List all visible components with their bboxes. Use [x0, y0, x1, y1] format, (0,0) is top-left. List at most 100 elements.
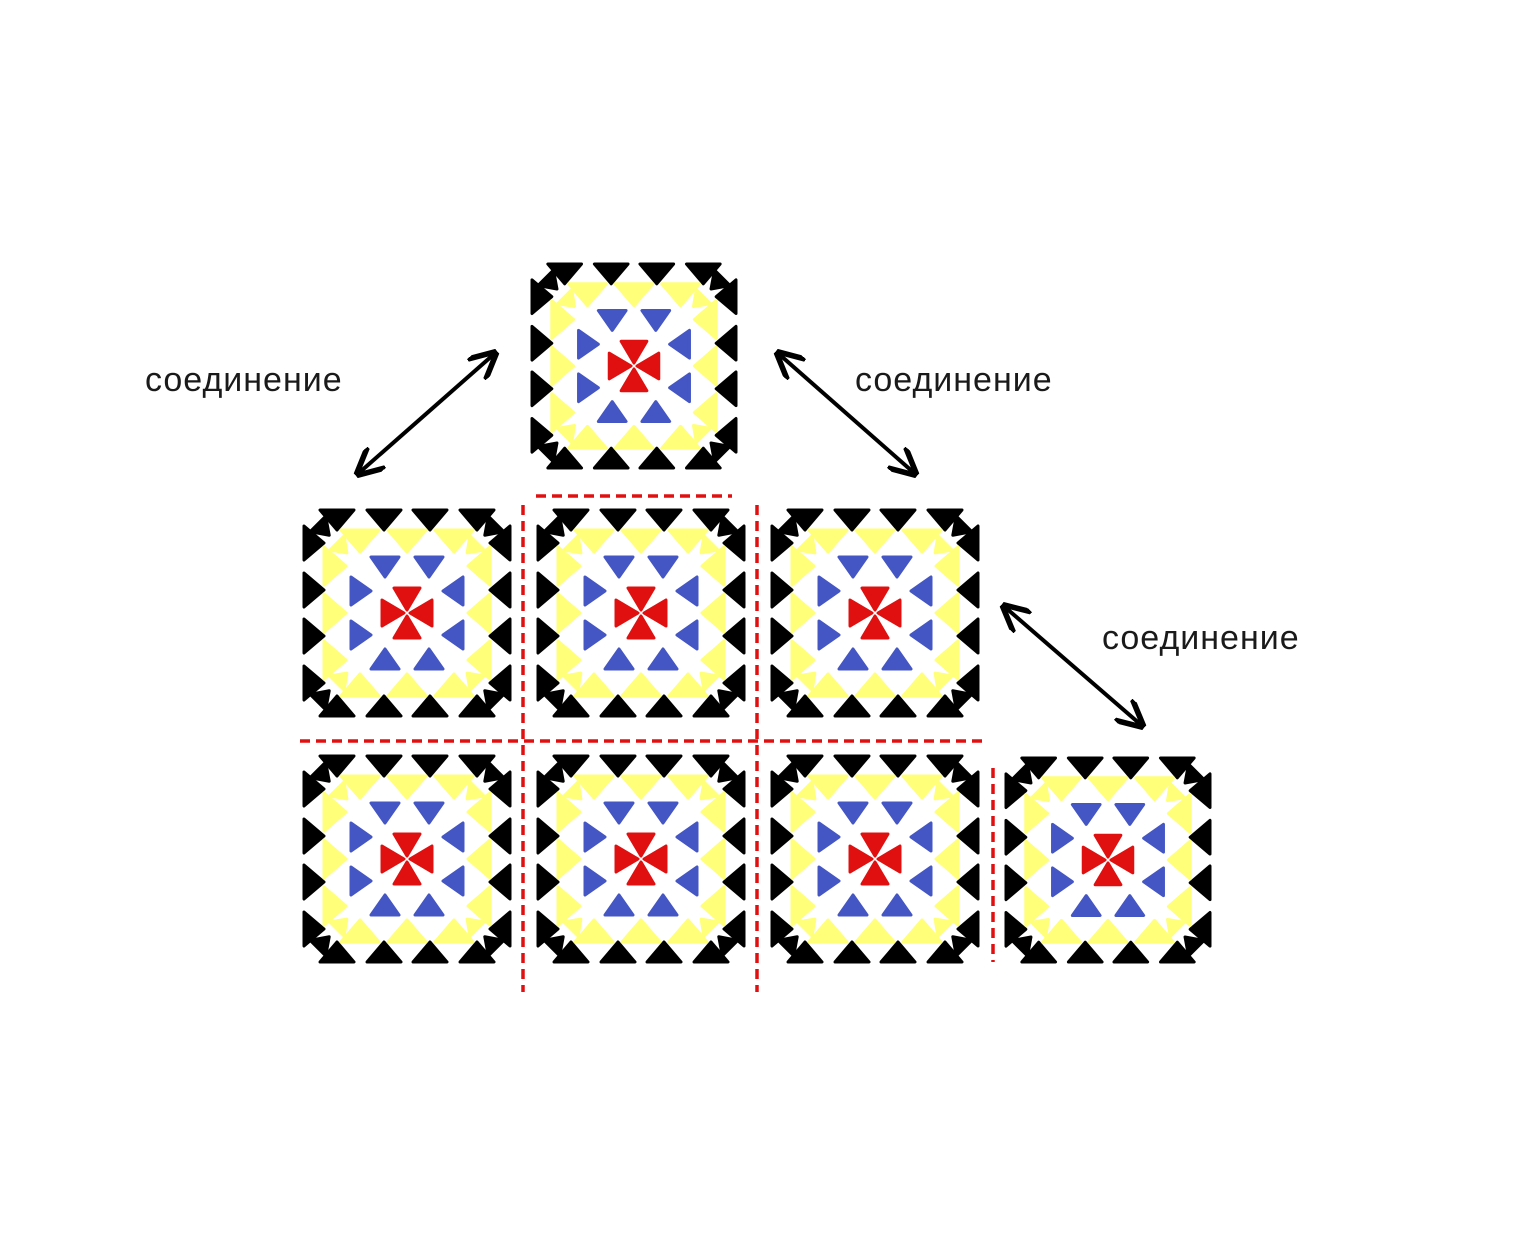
outer-ring-triangle	[550, 299, 576, 340]
outer-ring-triangle	[433, 528, 475, 554]
border-triangle	[536, 910, 560, 948]
inner-ring-triangle	[817, 865, 841, 897]
corner-triangle	[709, 268, 732, 291]
border-triangle	[1112, 940, 1150, 964]
outer-ring-triangle	[901, 918, 943, 944]
border-triangle	[692, 508, 730, 532]
border-triangle	[786, 754, 824, 778]
border-triangle	[786, 694, 824, 718]
border-triangle	[956, 863, 980, 901]
outer-ring-triangle	[1087, 776, 1129, 802]
corner-triangle	[717, 514, 740, 537]
inner-ring-triangle	[369, 801, 401, 825]
border-triangle	[956, 664, 980, 702]
inner-ring-triangle	[668, 328, 691, 360]
border-triangle	[1188, 772, 1212, 810]
outer-ring-triangle	[854, 774, 896, 800]
outer-corner-triangle	[933, 917, 954, 938]
border-triangle	[722, 524, 746, 562]
border-triangle	[638, 262, 676, 286]
corner-triangle	[776, 514, 799, 537]
outer-ring-triangle	[556, 639, 582, 681]
border-triangle	[722, 571, 746, 609]
outer-ring-triangle	[790, 838, 816, 880]
border-triangle	[365, 940, 403, 964]
inner-ring-triangle	[583, 821, 607, 853]
border-triangle	[879, 940, 917, 964]
outer-corner-triangle	[1166, 918, 1186, 938]
outer-corner-triangle	[933, 671, 954, 692]
border-triangle	[318, 508, 356, 532]
corner-triangle	[951, 689, 974, 712]
center-triangle	[876, 598, 902, 628]
outer-ring-triangle	[322, 838, 348, 880]
outer-corner-triangle	[465, 534, 486, 555]
border-triangle	[536, 863, 560, 901]
outer-ring-triangle	[700, 545, 726, 587]
outer-ring-triangle	[613, 282, 655, 308]
corner-triangle	[951, 514, 974, 537]
outer-corner-triangle	[556, 288, 576, 308]
border-triangle	[770, 664, 794, 702]
border-triangle	[879, 694, 917, 718]
outer-ring-triangle	[934, 885, 960, 927]
outer-ring-triangle	[807, 672, 849, 698]
corner-triangle	[536, 441, 559, 464]
inner-ring-triangle	[881, 647, 913, 671]
outer-ring-triangle	[466, 791, 492, 833]
border-triangle	[833, 754, 871, 778]
center-triangle	[626, 614, 656, 640]
inner-ring-triangle	[837, 801, 869, 825]
outer-corner-triangle	[699, 780, 720, 801]
border-triangle	[599, 754, 637, 778]
border-triangle	[546, 262, 584, 286]
outer-ring-triangle	[1166, 886, 1192, 927]
border-triangle	[488, 910, 512, 948]
inner-ring-triangle	[369, 893, 401, 917]
center-triangle	[626, 586, 656, 612]
outer-ring-triangle	[1166, 793, 1192, 834]
border-triangle	[833, 940, 871, 964]
square-row2-col2	[536, 754, 746, 964]
border-triangle	[956, 910, 980, 948]
border-triangle	[488, 571, 512, 609]
center-triangle	[408, 844, 434, 874]
outer-ring-triangle	[386, 774, 428, 800]
border-triangle	[879, 754, 917, 778]
border-triangle	[1020, 940, 1058, 964]
outer-ring-triangle	[700, 838, 726, 880]
border-triangle	[926, 754, 964, 778]
outer-ring-triangle	[1024, 886, 1050, 927]
border-triangle	[411, 940, 449, 964]
inner-ring-triangle	[647, 555, 679, 579]
inner-ring-triangle	[441, 865, 465, 897]
border-triangle	[488, 664, 512, 702]
border-triangle	[956, 617, 980, 655]
outer-corner-triangle	[1030, 918, 1050, 938]
border-triangle	[411, 508, 449, 532]
outer-corner-triangle	[933, 534, 954, 555]
outer-ring-triangle	[573, 774, 615, 800]
border-triangle	[638, 446, 676, 470]
center-triangle	[860, 860, 890, 886]
border-triangle	[1020, 756, 1058, 780]
border-triangle	[530, 370, 554, 408]
border-triangle	[411, 754, 449, 778]
center-triangle	[635, 351, 661, 381]
outer-corner-triangle	[465, 917, 486, 938]
corner-triangle	[308, 689, 331, 712]
outer-ring-triangle	[339, 672, 381, 698]
border-triangle	[302, 524, 326, 562]
outer-corner-triangle	[1166, 782, 1186, 802]
join-arrow-right-top	[780, 355, 913, 472]
corner-triangle	[717, 935, 740, 958]
corner-triangle	[717, 760, 740, 783]
center-triangle	[408, 598, 434, 628]
inner-ring-triangle	[441, 821, 465, 853]
inner-ring-triangle	[577, 372, 600, 404]
border-triangle	[365, 508, 403, 532]
outer-ring-triangle	[620, 528, 662, 554]
border-triangle	[1004, 818, 1028, 856]
border-triangle	[318, 694, 356, 718]
inner-ring-triangle	[817, 619, 841, 651]
